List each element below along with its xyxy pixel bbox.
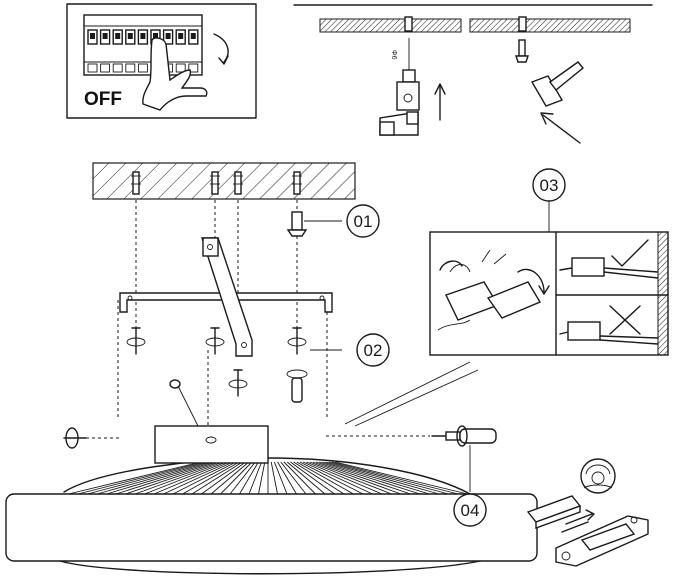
breaker-lever — [115, 33, 121, 39]
screwdriver-icon — [431, 428, 497, 444]
rotate-arrow-icon — [205, 337, 225, 347]
wiring-detail-panel — [429, 231, 669, 356]
step-1-label: 01 — [354, 212, 373, 231]
step-2-badge: 02 — [356, 333, 390, 367]
step-2-label: 02 — [364, 341, 383, 360]
breaker-terminal — [112, 63, 123, 73]
ceiling-section-right — [469, 18, 631, 33]
drill-icon — [379, 38, 420, 136]
ceiling-anchor-icon — [132, 171, 140, 195]
drilling-panel: Φ6 — [293, 4, 653, 144]
rotate-arrow-icon — [286, 369, 308, 379]
breaker-terminal — [137, 63, 148, 73]
power-state-label: OFF — [84, 89, 122, 110]
breaker-terminal — [87, 63, 98, 73]
hand-icon — [142, 37, 208, 111]
lamp-lower-rim — [59, 560, 481, 575]
driver-housing-icon — [555, 515, 649, 567]
breaker-box-icon — [83, 14, 203, 76]
breaker-lever — [165, 33, 171, 39]
power-off-panel: OFF — [66, 3, 257, 119]
drill-hole-icon — [404, 16, 413, 32]
ceiling-block — [92, 162, 356, 200]
ceiling-anchor-icon — [234, 171, 242, 195]
mounting-bracket — [119, 237, 333, 357]
bracket-screws — [126, 327, 308, 403]
step-3-label: 03 — [540, 176, 559, 195]
wall-plug-icon — [515, 39, 529, 63]
rotate-arrow-icon — [287, 337, 307, 347]
rotate-arrow-icon — [439, 260, 463, 271]
rotate-arrow-icon — [228, 379, 248, 389]
breaker-terminal — [175, 63, 186, 73]
checkmark-icon — [611, 239, 649, 267]
breaker-lever — [90, 33, 95, 39]
breaker-terminal — [100, 63, 111, 73]
ceiling-section-left — [319, 18, 462, 33]
lamp-base-plate — [154, 425, 269, 464]
ceiling-anchor-icon — [211, 171, 219, 195]
wall-plug-step1-icon — [286, 211, 308, 237]
led-driver-icon — [526, 495, 582, 529]
connector-incorrect-icon — [559, 321, 659, 345]
move-arrows-icon — [561, 509, 595, 533]
alignment-guides — [80, 200, 430, 439]
breaker-lever — [190, 33, 196, 39]
breaker-lever — [127, 33, 133, 39]
callout-line — [344, 361, 471, 425]
breaker-lever — [178, 33, 184, 39]
hammer-icon — [530, 61, 584, 107]
rotate-arrow-icon — [213, 33, 229, 63]
step-4-badge: 04 — [453, 493, 487, 527]
breaker-lever — [140, 33, 146, 39]
electrician-icon — [580, 458, 616, 494]
side-screw-left-icon — [63, 427, 87, 449]
cross-icon — [609, 305, 641, 335]
step-4-label: 04 — [461, 501, 480, 520]
drill-bit-size-label: Φ6 — [390, 50, 397, 60]
terminal-block-icon — [437, 249, 542, 331]
breaker-terminal — [188, 63, 199, 73]
breaker-lever — [153, 33, 158, 39]
step-1-badge: 01 — [346, 204, 380, 238]
lamp-ribs — [68, 461, 468, 495]
step-3-badge: 03 — [532, 168, 566, 202]
breaker-lever — [102, 33, 108, 39]
ceiling-lamp — [5, 425, 538, 575]
connector-correct-icon — [559, 257, 659, 279]
rotate-arrow-icon — [456, 425, 468, 447]
diagonal-arrow-icon — [542, 114, 581, 144]
wall-plug-hole-icon — [518, 16, 527, 32]
small-screw-icon — [169, 379, 199, 427]
rotate-arrow-icon — [517, 268, 545, 293]
rotate-arrow-icon — [126, 337, 146, 347]
breaker-terminal — [125, 63, 136, 73]
wall-plug-icon — [291, 377, 303, 403]
ceiling-anchor-icon — [293, 171, 301, 195]
power-panel-frame — [66, 3, 257, 119]
